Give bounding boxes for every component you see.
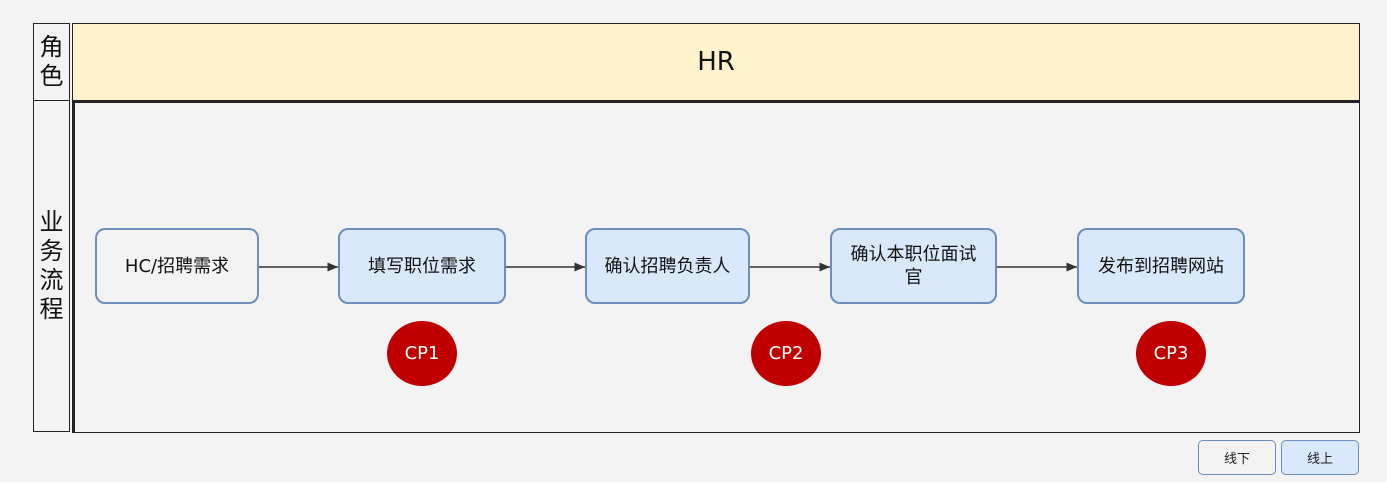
step-label: 确认本职位面试官 [850, 244, 977, 288]
process-lane-label-text: 业务流程 [39, 208, 64, 323]
role-name: HR [697, 47, 735, 77]
checkpoint-label: CP3 [1153, 343, 1189, 364]
checkpoint-label: CP2 [768, 343, 804, 364]
checkpoint-cp2: CP2 [751, 321, 821, 386]
step-hc-demand: HC/招聘需求 [95, 228, 259, 304]
step-label: 确认招聘负责人 [604, 255, 731, 277]
step-label: HC/招聘需求 [124, 255, 230, 277]
step-publish: 发布到招聘网站 [1077, 228, 1245, 304]
offline-button[interactable]: 线下 [1198, 440, 1276, 475]
checkpoint-cp3: CP3 [1136, 321, 1206, 386]
step-fill-position: 填写职位需求 [338, 228, 506, 304]
online-button[interactable]: 线上 [1281, 440, 1359, 475]
role-header: HR [72, 23, 1360, 103]
step-label: 填写职位需求 [368, 255, 476, 277]
step-label: 发布到招聘网站 [1098, 255, 1224, 277]
process-lane-label: 业务流程 [33, 101, 70, 432]
role-lane-label: 角色 [33, 23, 70, 101]
step-confirm-owner: 确认招聘负责人 [585, 228, 750, 304]
role-lane-label-text: 角色 [39, 33, 64, 90]
checkpoint-cp1: CP1 [387, 321, 457, 386]
checkpoint-label: CP1 [404, 343, 440, 364]
step-confirm-interviewer: 确认本职位面试官 [830, 228, 997, 304]
